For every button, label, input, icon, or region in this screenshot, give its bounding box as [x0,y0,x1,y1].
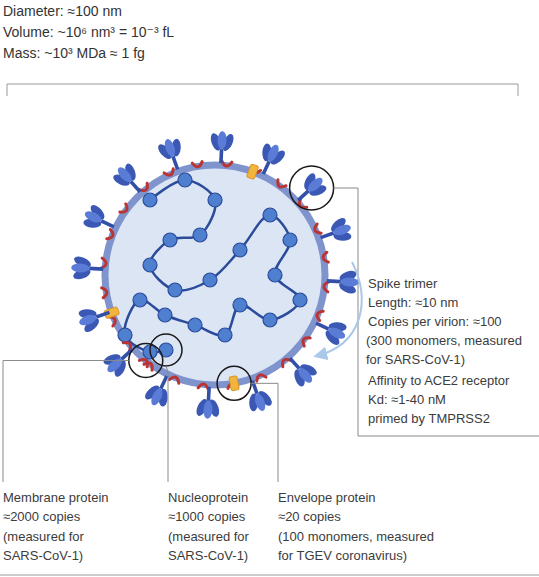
membrane-protein [198,383,208,389]
spike-callout [290,166,334,210]
diameter-bracket [7,84,518,96]
spec-note: (100 monomers, measured for TGEV coronav… [278,527,448,565]
envelope-callout [217,366,251,400]
spec-note: ≈2000 copies [3,507,80,526]
membrane-protein [107,229,115,240]
envelope-protein [246,164,258,180]
spike-trimer [109,159,151,201]
spike-trimer [154,135,190,174]
spec-note: Affinity to ACE2 receptor Kd: ≈1-40 nM [368,371,520,409]
spike-trimer [207,130,236,163]
membrane-protein [139,183,150,193]
spec-note: ≈20 copies [278,507,341,526]
spike-trimer [326,267,359,296]
membrane-protein [221,161,231,167]
spike-trimer [75,300,114,336]
nucleoprotein-bead [203,273,217,287]
spike-trimer [79,201,120,239]
membrane-protein [301,335,311,346]
nucleoprotein-callout [150,334,182,366]
dimension-note: Mass: ~10³ MDa ≈ 1 fg [3,43,145,64]
nucleoprotein-bead [263,208,277,222]
membrane-protein [322,252,328,263]
part-name: Spike trimer [368,274,437,293]
membrane-protein [255,373,266,381]
spike-trimer [70,254,103,283]
membrane-protein [120,204,130,215]
membrane-protein [280,357,291,367]
spike-trimer [251,139,289,180]
part-name: Membrane protein [3,488,109,507]
dimension-note: Diameter: ≈100 nm [3,1,122,22]
spike-trimer [310,311,351,349]
membrane-protein [139,357,150,367]
nucleoprotein-bead [133,293,147,307]
nucleoprotein-bead [233,243,247,257]
spec-note: (measured for SARS-CoV-1) [168,527,268,565]
nucleoprotein-bead [163,233,177,247]
membrane-protein [101,258,107,268]
nucleoprotein-bead [193,228,207,242]
nucleoprotein-bead [143,193,157,207]
spec-note: primed by TMPRSS2 [368,409,490,428]
membrane-protein [323,281,329,291]
membrane-protein [123,340,133,351]
rna-strand [125,180,300,352]
leader-line [166,366,168,482]
membrane-callout [129,343,163,377]
nucleoprotein-bead [118,328,132,342]
spec-note: Length: ≈10 nm [368,293,458,312]
spike-trimer [316,214,355,250]
nucleoprotein-bead [143,258,157,272]
nucleoprotein-bead [208,193,222,207]
nucleoprotein-bead [158,308,172,322]
membrane-protein [192,162,203,168]
spec-note: (measured for SARS-CoV-1) [3,527,103,565]
membrane-protein [313,224,321,235]
nucleoprotein-bead [263,313,277,327]
nucleoprotein-bead [233,298,247,312]
dimension-note: Volume: ~10⁶ nm³ = 10⁻³ fL [3,22,174,43]
leader-line [3,360,129,482]
spec-note: ≈1000 copies [168,507,245,526]
part-name: Envelope protein [278,488,376,507]
membrane-protein [144,361,155,371]
membrane-protein [315,310,323,321]
nucleoprotein-bead [218,328,232,342]
nucleoprotein-bead [188,318,202,332]
envelope-protein [229,376,239,391]
part-name: Nucleoprotein [168,488,248,507]
membrane-protein [275,180,286,190]
spike-trimer [141,370,179,411]
bottom-rule [0,575,539,576]
membrane-protein [164,169,175,177]
leader-line [334,188,539,436]
nucleoprotein-bead [268,268,282,282]
nucleoprotein-bead [178,173,192,187]
membrane-protein [102,287,108,298]
spec-note: (300 monomers, measured for SARS-CoV-1) [366,331,536,369]
priming-arrow [316,262,362,356]
membrane-protein [169,375,180,383]
spike-trimer [280,349,322,391]
spec-note: Copies per virion: ≈100 [368,312,502,331]
leader-line [251,383,278,482]
nucleoprotein-bead [283,233,297,247]
nucleoprotein-bead [168,283,182,297]
nucleoprotein-bead [293,293,307,307]
